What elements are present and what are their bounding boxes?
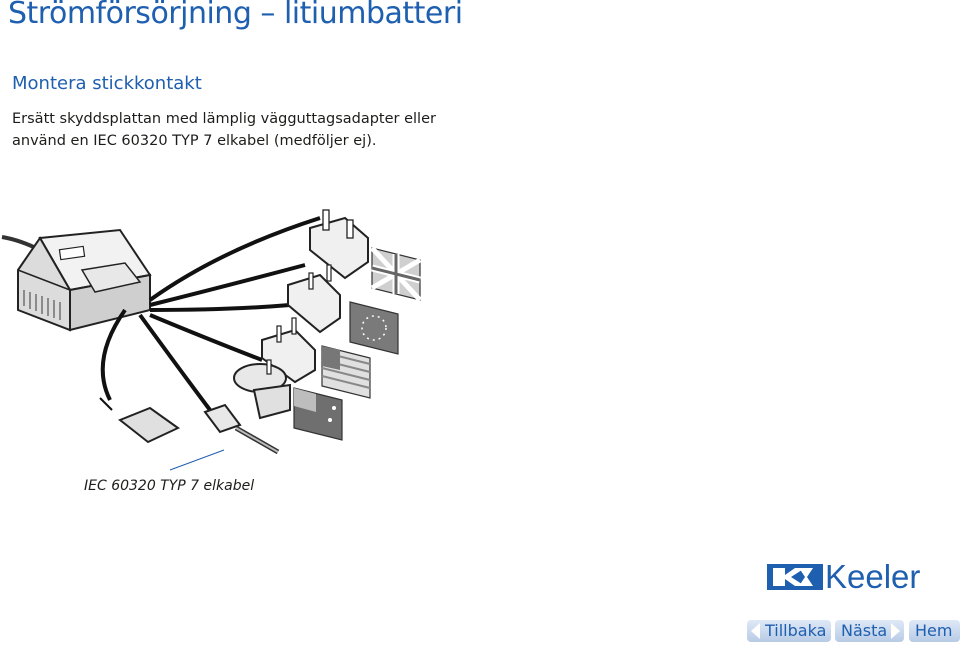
keeler-logo[interactable]: Keeler [765, 558, 960, 594]
au-plug-adapter [233, 359, 291, 420]
au-flag [293, 387, 343, 441]
eu-flag [349, 301, 399, 355]
back-button[interactable]: Tillbaka [747, 620, 831, 642]
adapter-cables [100, 216, 321, 412]
eu-plug-adapter [287, 264, 341, 334]
instruction-text: Ersätt skyddsplattan med lämplig väggutt… [12, 108, 472, 152]
caption-leader-line [169, 449, 225, 471]
instruction-line-2: använd en IEC 60320 TYP 7 elkabel (medfö… [12, 133, 377, 149]
plug-adapter-illustration [1, 209, 422, 471]
next-button[interactable]: Nästa [835, 620, 904, 642]
cable-caption: IEC 60320 TYP 7 elkabel [84, 478, 255, 494]
logo-text: Keeler [825, 558, 920, 594]
page-navigation: Tillbaka Nästa Hem [0, 620, 960, 642]
arrow-left-icon [751, 623, 760, 639]
home-button[interactable]: Hem [909, 620, 960, 642]
power-supply-unit [17, 228, 152, 332]
protective-plate [99, 397, 180, 444]
uk-plug-adapter [309, 209, 369, 280]
page-title: Strömförsörjning – litiumbatteri [8, 0, 463, 31]
section-heading: Montera stickkontakt [12, 73, 202, 94]
uk-flag [370, 246, 422, 302]
us-flag [321, 345, 371, 399]
us-plug-adapter [261, 317, 316, 384]
home-button-label: Hem [915, 621, 953, 640]
iec-cable-plug [203, 403, 280, 455]
instruction-line-1: Ersätt skyddsplattan med lämplig väggutt… [12, 111, 436, 127]
next-button-label: Nästa [841, 621, 888, 640]
arrow-right-icon [891, 623, 900, 639]
back-button-label: Tillbaka [765, 621, 827, 640]
